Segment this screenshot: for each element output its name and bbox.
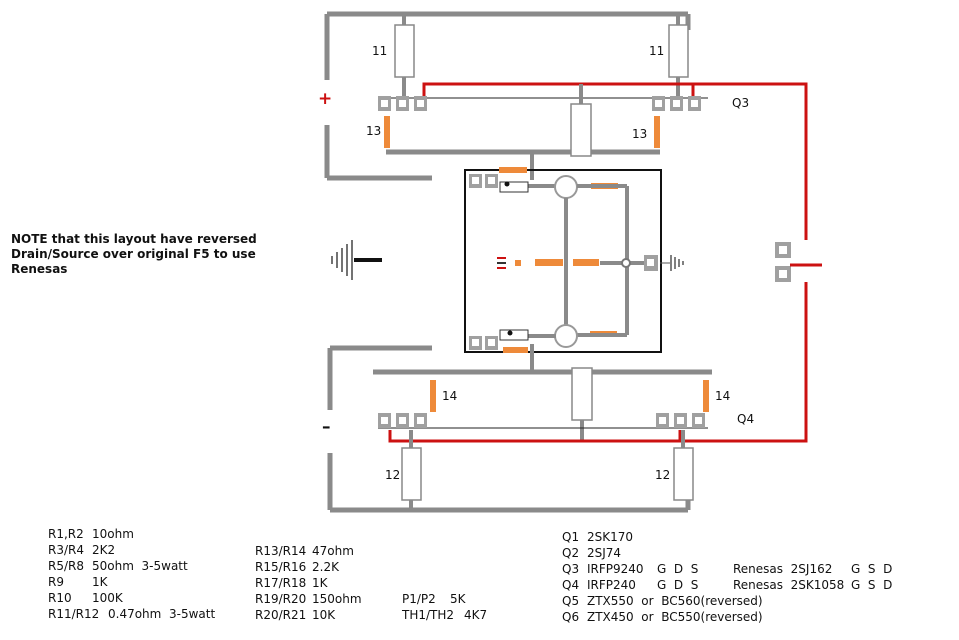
part-ref: R17/R18 [255,576,307,590]
semi-ref: Q5 [562,594,580,608]
semi-part: ZTX450 or BC550(reversed) [587,610,763,624]
semi-part: ZTX550 or BC560(reversed) [587,594,763,608]
center-board-outline [464,169,662,353]
part-ref: TH1/TH2 [402,608,455,622]
part-ref: R5/R8 [48,559,84,573]
part-ref: R15/R16 [255,560,307,574]
label-r13-left: 13 [366,124,382,138]
part-ref: R11/R12 [48,607,100,621]
semi-alt-pins: G S D [851,562,893,576]
part-value: 2.2K [312,560,339,574]
part-ref: R19/R20 [255,592,307,606]
semi-pins: G D S [657,578,699,592]
label-q3: Q3 [732,96,750,110]
part-ref: R13/R14 [255,544,307,558]
semi-alt-pins: G S D [851,578,893,592]
part-ref: R1,R2 [48,527,84,541]
resistor-center-top-orange [499,167,527,173]
red-output-trace-top [422,82,808,240]
label-r14-right: 14 [715,389,731,403]
part-value: 5K [450,592,466,606]
label-r12-left: 12 [385,468,401,482]
semi-ref: Q2 [562,546,580,560]
red-output-trace-bottom [388,282,808,443]
label-q4: Q4 [737,412,755,426]
label-r11-right: 11 [649,44,665,58]
q4-pads [656,413,705,428]
semi-ref: Q4 [562,578,580,592]
transistor-q5 [554,175,578,199]
resistor-r14-left [430,380,436,412]
part-ref: R20/R21 [255,608,307,622]
label-r11-left: 11 [372,44,388,58]
output-connector [775,242,822,282]
semi-alt: Renesas 2SJ162 [733,562,833,576]
semi-part: 2SJ74 [587,546,622,560]
note-line-3: Renesas [11,262,68,276]
semi-ref: Q3 [562,562,580,576]
part-value: 100K [92,591,123,605]
resistor-center-bottom-orange [503,347,528,353]
part-value: 4K7 [464,608,488,622]
resistor-r14-right [703,380,709,412]
minus-terminal: – [322,417,331,437]
resistor-r12-right [673,447,694,501]
part-value: 47ohm [312,544,354,558]
part-value: 2K2 [92,543,116,557]
q-top-left-pads [378,96,427,111]
label-r12-right: 12 [655,468,671,482]
q-bottom-left-pads [378,413,427,428]
resistor-center-mid-left [515,260,521,266]
part-value: 1K [92,575,108,589]
part-ref: R10 [48,591,72,605]
resistor-center-mid [535,259,563,266]
note-line-2: Drain/Source over original F5 to use [11,247,256,261]
resistor-center-mid-right [573,259,599,266]
resistor-center-bottom [571,367,593,421]
part-ref: R9 [48,575,64,589]
resistor-r13-right [654,116,660,148]
part-value: 150ohm [312,592,362,606]
transistor-q6 [554,324,578,348]
semi-ref: Q6 [562,610,580,624]
part-value: 0.47ohm 3-5watt [108,607,216,621]
resistor-r11-left [394,24,415,78]
semi-ref: Q1 [562,530,580,544]
semi-part: IRFP9240 [587,562,644,576]
q3-pads [652,96,701,111]
label-r14-left: 14 [442,389,458,403]
resistor-r13-left [384,116,390,148]
semi-pins: G D S [657,562,699,576]
semi-part: IRFP240 [587,578,636,592]
part-value: 1K [312,576,328,590]
part-ref: P1/P2 [402,592,436,606]
resistor-r11-right [668,24,689,78]
resistor-center-top [570,103,592,157]
plus-terminal: + [318,89,333,109]
part-value: 10K [312,608,336,622]
semi-alt: Renesas 2SK1058 [733,578,845,592]
label-r13-right: 13 [632,127,648,141]
part-value: 10ohm [92,527,134,541]
note-line-1: NOTE that this layout have reversed [11,232,257,246]
semi-part: 2SK170 [587,530,634,544]
resistor-r12-left [401,447,422,501]
part-value: 50ohm 3-5watt [92,559,188,573]
part-ref: R3/R4 [48,543,84,557]
